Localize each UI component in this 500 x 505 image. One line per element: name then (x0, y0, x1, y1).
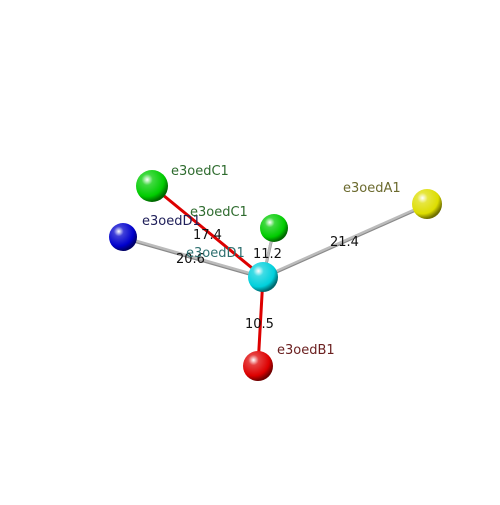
atom-label: e3oedC1 (171, 164, 229, 179)
edge-distance-label: 10.5 (245, 317, 274, 332)
atom-label: e3oedD1 (142, 214, 201, 229)
atom-sphere-n_red (243, 351, 273, 381)
edge-distance-label: 11.2 (253, 247, 282, 262)
edge-labels-layer: 17.4 20.6 11.2 21.4 10.5 (176, 228, 359, 332)
edge-n_yellow (261, 202, 429, 279)
nodes-layer (109, 170, 442, 381)
atom-sphere-n_blue (109, 223, 137, 251)
atom-sphere-n_green_small (260, 214, 288, 242)
edge-n_blue (121, 235, 265, 279)
atom-label: e3oedC1 (190, 205, 248, 220)
node-labels-layer: e3oedC1e3oedD1e3oedC1e3oedD1e3oedA1e3oed… (142, 164, 401, 358)
atom-sphere-n_yellow (412, 189, 442, 219)
atom-sphere-n_cyan (248, 262, 278, 292)
edge-distance-label: 20.6 (176, 252, 205, 267)
edge-distance-label: 21.4 (330, 235, 359, 250)
atom-label: e3oedB1 (277, 343, 335, 358)
edge-distance-label: 17.4 (193, 228, 222, 243)
atom-label: e3oedD1 (186, 246, 245, 261)
atom-label: e3oedA1 (343, 181, 401, 196)
edges-layer (121, 184, 429, 368)
edge-n_green_top (150, 184, 265, 279)
atom-sphere-n_green_top (136, 170, 168, 202)
